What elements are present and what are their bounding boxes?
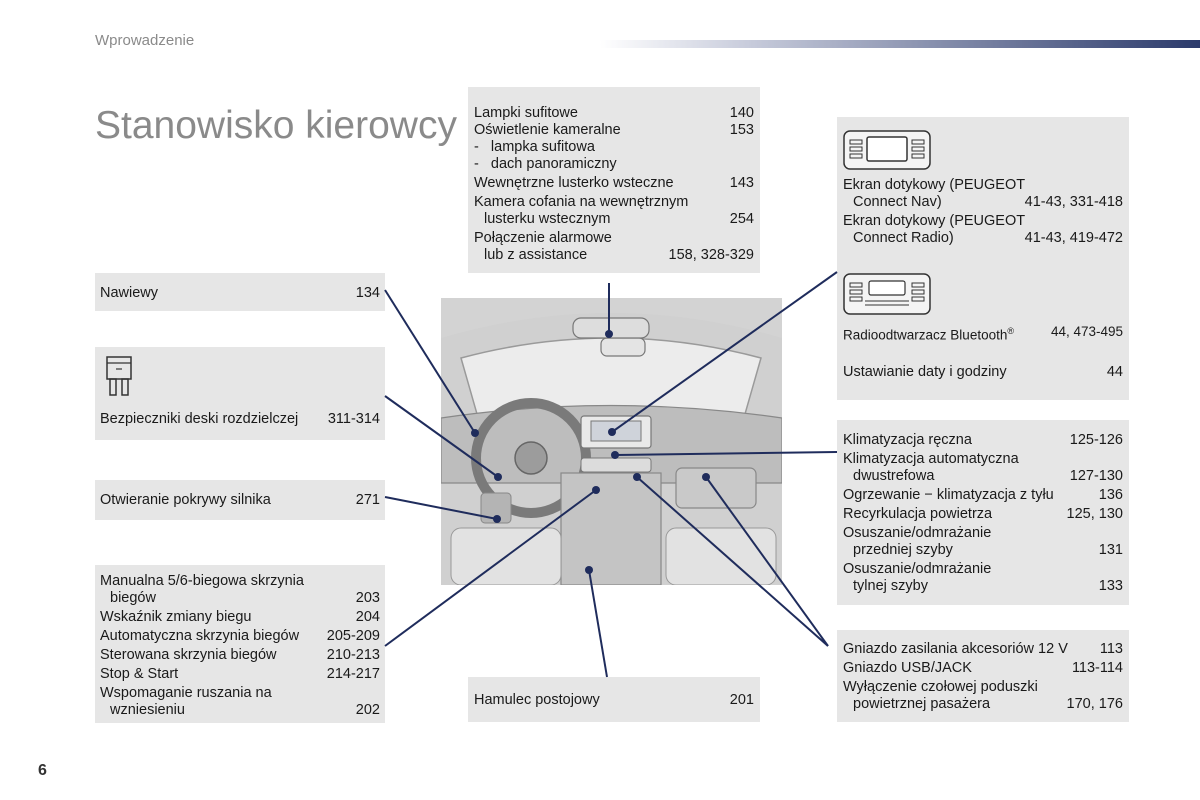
- handbrake-page: 201: [729, 692, 754, 708]
- list-item: Osuszanie/odmrażanie: [843, 561, 992, 577]
- section-label: Wprowadzenie: [95, 32, 195, 49]
- vents-page: 134: [355, 285, 380, 301]
- touchscreen-icon: [843, 130, 931, 170]
- page-number: 6: [38, 762, 47, 779]
- handbrake-box: Hamulec postojowy 201: [468, 677, 760, 722]
- fuse-icon: [106, 356, 132, 396]
- list-item: Klimatyzacja automatyczna: [843, 451, 1019, 467]
- page-title: Stanowisko kierowcy: [95, 104, 457, 148]
- list-item: Wyłączenie czołowej poduszki: [843, 679, 1038, 695]
- bonnet-label: Otwieranie pokrywy silnika: [100, 492, 271, 508]
- handbrake-label: Hamulec postojowy: [474, 692, 600, 708]
- list-item: Wspomaganie ruszania na: [100, 685, 272, 701]
- fuses-label: Bezpieczniki deski rozdzielczej: [100, 411, 299, 427]
- list-item: Connect Nav)41-43, 331-418: [853, 194, 1123, 210]
- list-item: Ekran dotykowy (PEUGEOT: [843, 213, 1026, 229]
- list-item: Manualna 5/6-biegowa skrzynia: [100, 573, 304, 589]
- vents-box: Nawiewy 134: [95, 273, 385, 311]
- list-item: Ekran dotykowy (PEUGEOT: [843, 177, 1026, 193]
- cockpit-illustration: [441, 298, 782, 585]
- list-item: Connect Radio)41-43, 419-472: [853, 230, 1123, 246]
- list-item: - lampka sufitowa: [474, 139, 595, 155]
- list-item: Osuszanie/odmrażanie: [843, 525, 992, 541]
- header-bar: [600, 40, 1200, 48]
- fuses-page: 311-314: [327, 411, 380, 427]
- list-item: Kamera cofania na wewnętrznym: [474, 194, 689, 210]
- vents-label: Nawiewy: [100, 285, 159, 301]
- radio-icon: [843, 273, 931, 315]
- list-item: - dach panoramiczny: [474, 156, 617, 172]
- fuses-box: Bezpieczniki deski rozdzielczej 311-314: [95, 347, 385, 440]
- bonnet-page: 271: [355, 492, 380, 508]
- list-item: Połączenie alarmowe: [474, 230, 612, 246]
- bonnet-box: Otwieranie pokrywy silnika 271: [95, 480, 385, 520]
- list-item: Radioodtwarzacz Bluetooth®44, 473-495: [843, 324, 1123, 343]
